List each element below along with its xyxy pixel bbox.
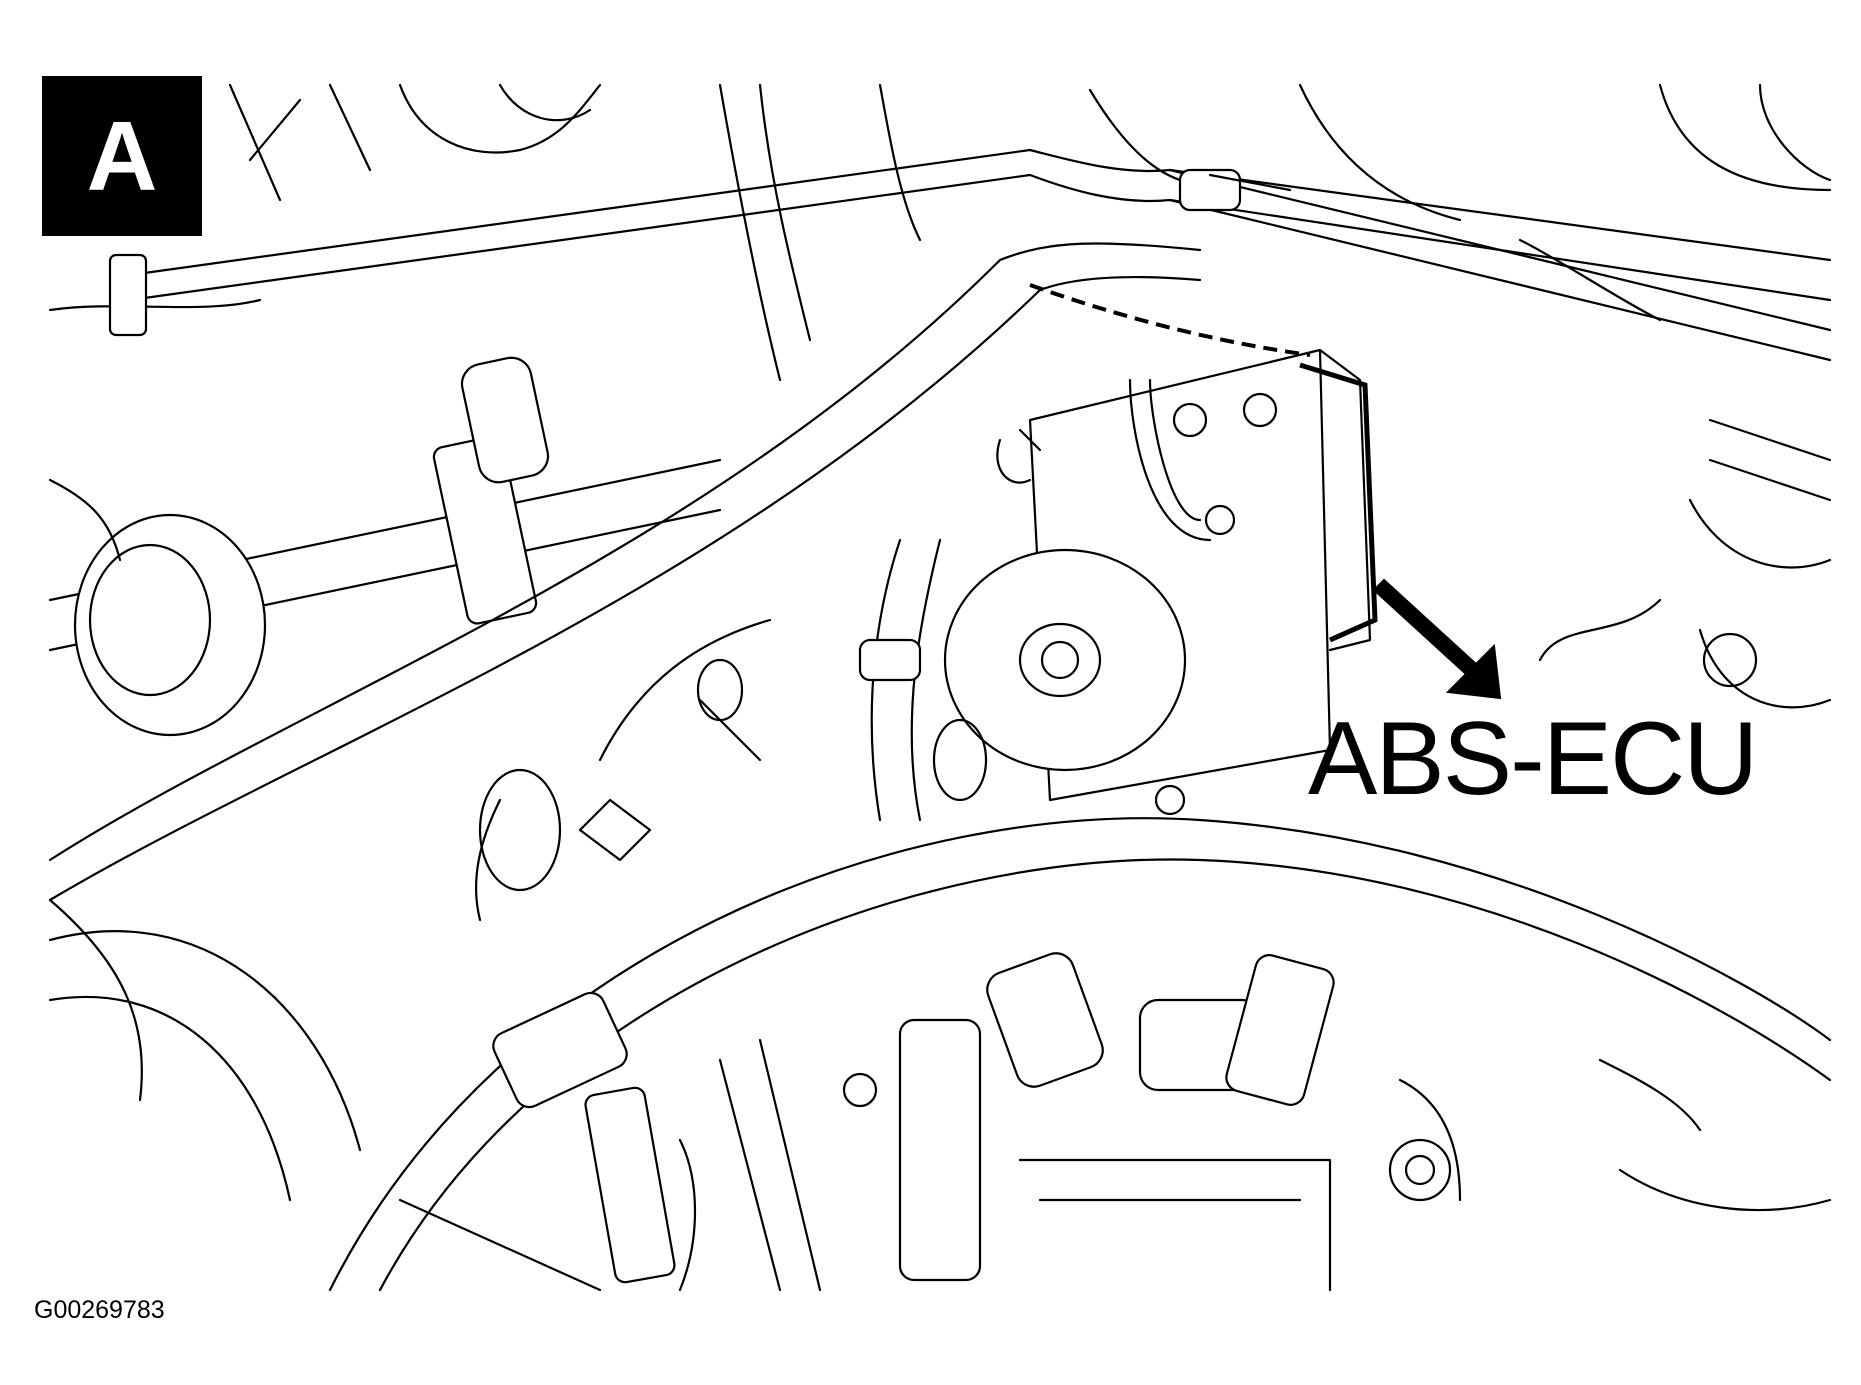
ecu-dashed-leader (1029, 283, 1311, 357)
abs-actuator (858, 348, 1378, 822)
diagonal-hose (48, 242, 1202, 902)
left-stabilizer-bar (48, 356, 722, 737)
abs-ecu-label: ABS-ECU (1308, 701, 1758, 817)
abs-ecu-arrow (1372, 578, 1502, 700)
upper-body-structure (48, 83, 1832, 382)
abs-ecu-outline (1299, 362, 1378, 643)
figure-id: G00269783 (34, 1296, 165, 1324)
right-body-structure (1538, 418, 1832, 709)
panel-badge: A (42, 76, 202, 236)
left-lower-bracket (48, 618, 772, 1102)
lower-components (398, 952, 1832, 1292)
upper-brake-lines (108, 148, 1832, 362)
panel-letter: A (86, 101, 158, 211)
